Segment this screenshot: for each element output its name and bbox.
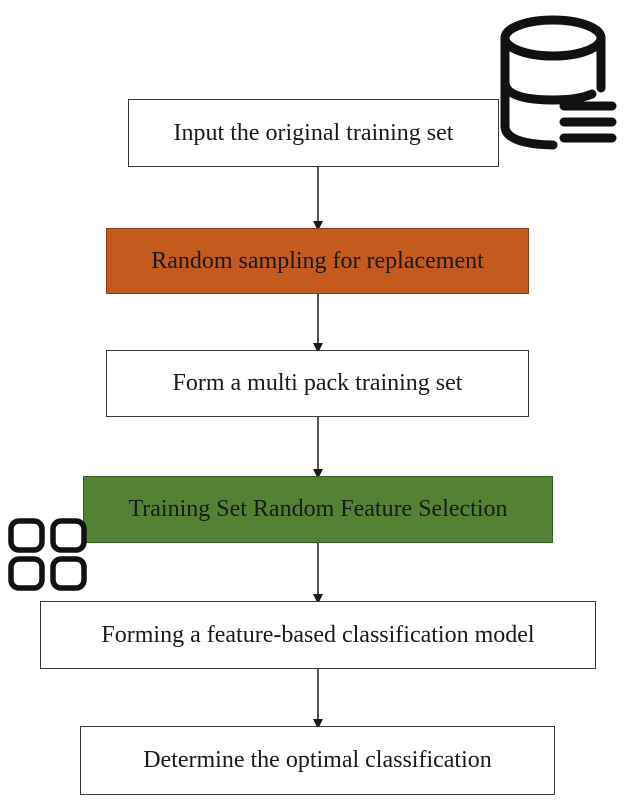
step-input-training-set: Input the original training set [128, 99, 499, 167]
step-random-sampling: Random sampling for replacement [106, 228, 529, 294]
grid-icon [7, 517, 89, 592]
step-form-multi-pack: Form a multi pack training set [106, 350, 529, 417]
step-label: Form a multi pack training set [172, 370, 463, 396]
step-label: Random sampling for replacement [151, 247, 484, 274]
step-random-feature-selection: Training Set Random Feature Selection [83, 476, 553, 543]
step-label: Input the original training set [173, 119, 454, 146]
step-label: Forming a feature-based classification m… [101, 621, 535, 648]
step-label: Training Set Random Feature Selection [128, 496, 508, 522]
database-icon [498, 8, 620, 154]
step-classification-model: Forming a feature-based classification m… [40, 601, 596, 669]
step-optimal-classification: Determine the optimal classification [80, 726, 555, 795]
step-label: Determine the optimal classification [143, 747, 492, 773]
